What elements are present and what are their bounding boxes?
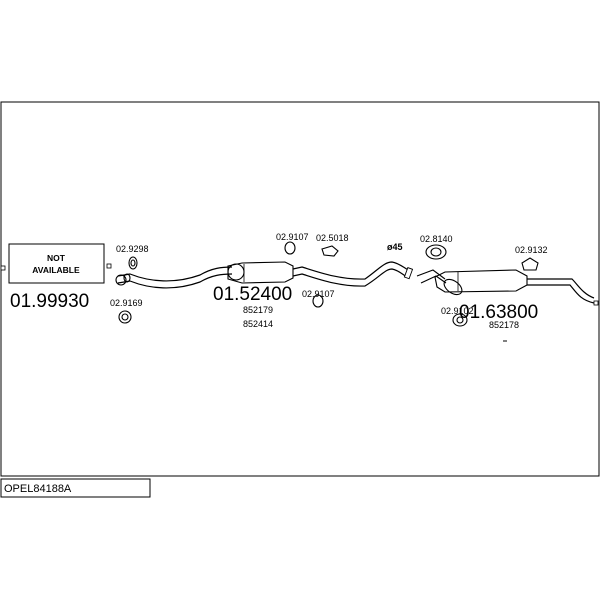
clamp-icon-a2 bbox=[118, 310, 132, 324]
part-number-rear: 01.63800 bbox=[459, 302, 538, 323]
frame-marker-right bbox=[593, 300, 599, 306]
oe-number-middle-2: 852414 bbox=[243, 319, 273, 329]
hanger-icon-a8 bbox=[452, 313, 468, 327]
accessory-label-a5: 02.9107 bbox=[302, 289, 335, 299]
gasket-icon-a6 bbox=[425, 244, 447, 260]
accessory-label-a1: 02.9298 bbox=[116, 244, 149, 254]
middle-pipe bbox=[292, 261, 414, 287]
rear-silencer bbox=[416, 269, 595, 304]
accessory-label-a2: 02.9169 bbox=[110, 298, 143, 308]
connector-marker bbox=[106, 263, 112, 269]
part-number-front: 01.99930 bbox=[10, 291, 89, 312]
accessory-label-a7: 02.9132 bbox=[515, 245, 548, 255]
accessory-label-a3: 02.9107 bbox=[276, 232, 309, 242]
part-number-middle: 01.52400 bbox=[213, 284, 292, 305]
oe-number-middle-1: 852179 bbox=[243, 305, 273, 315]
accessory-label-a6: 02.8140 bbox=[420, 234, 453, 244]
hanger-icon-a1 bbox=[128, 256, 138, 270]
footer-title: OPEL84188A bbox=[4, 483, 72, 495]
ring-icon-a3 bbox=[284, 241, 296, 255]
oe-number-rear: 852178 bbox=[489, 320, 519, 330]
diagram-frame bbox=[0, 101, 600, 477]
footer-title-box: OPEL84188A bbox=[0, 478, 151, 498]
angle-label: ø45 bbox=[387, 242, 403, 252]
middle-silencer bbox=[227, 261, 294, 284]
clamp-icon-a7 bbox=[521, 257, 539, 271]
not-available-line-1: NOT bbox=[47, 253, 66, 263]
ring-icon-a5 bbox=[312, 294, 324, 308]
front-pipe bbox=[115, 266, 233, 289]
not-available-line-2: AVAILABLE bbox=[32, 265, 80, 275]
not-available-box: NOT AVAILABLE bbox=[8, 243, 105, 284]
accessory-label-a8: 02.9102 bbox=[441, 306, 474, 316]
frame-marker-left bbox=[0, 265, 6, 271]
accessory-label-a4: 02.5018 bbox=[316, 233, 349, 243]
mount-icon-a4 bbox=[321, 245, 339, 257]
